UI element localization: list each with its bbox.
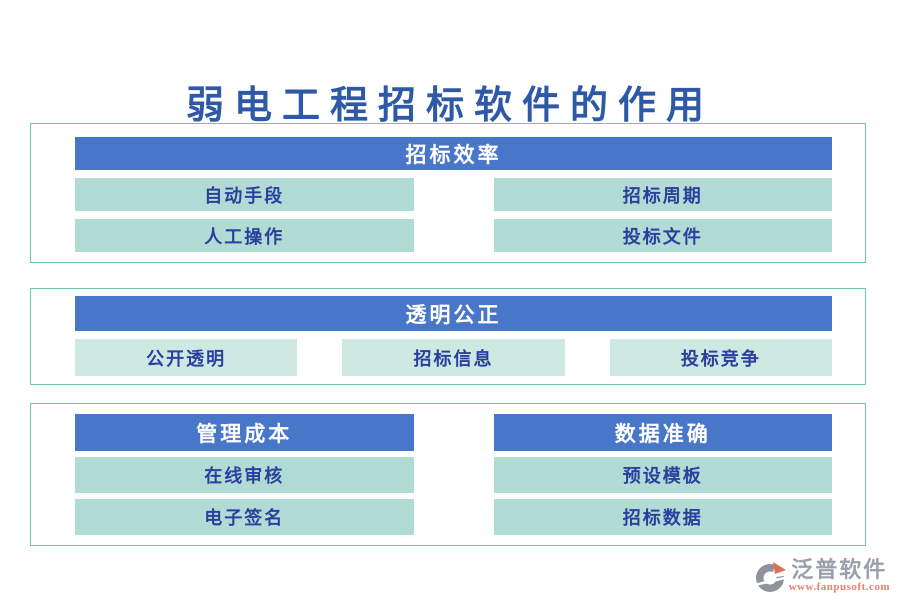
brand-footer: 泛普软件 www.fanpusoft.com <box>752 558 890 594</box>
item-manual-operation: 人工操作 <box>75 219 414 252</box>
item-bid-documents: 投标文件 <box>493 219 832 252</box>
section-header-transparency-fairness: 透明公正 <box>75 296 832 331</box>
item-bidding-cycle: 招标周期 <box>493 178 832 211</box>
item-online-review: 在线审核 <box>75 457 414 493</box>
fanpu-logo-icon <box>752 560 787 592</box>
item-preset-template: 预设模板 <box>493 457 832 493</box>
brand-text-block: 泛普软件 www.fanpusoft.com <box>789 558 890 593</box>
item-bid-competition: 投标竞争 <box>609 339 832 376</box>
page-title: 弱电工程招标软件的作用 <box>185 85 714 127</box>
section-bidding-efficiency: 招标效率 自动手段 招标周期 人工操作 投标文件 <box>30 123 866 263</box>
section-header-bidding-efficiency: 招标效率 <box>75 137 832 170</box>
section-header-management-cost: 管理成本 <box>75 414 414 451</box>
brand-url: www.fanpusoft.com <box>788 581 890 594</box>
items-grid-transparency-fairness: 公开透明 招标信息 投标竞争 <box>75 339 832 376</box>
section-header-data-accuracy: 数据准确 <box>493 414 832 451</box>
column-data-accuracy: 数据准确 预设模板 招标数据 <box>493 414 832 535</box>
column-management-cost: 管理成本 在线审核 电子签名 <box>75 414 414 535</box>
item-bidding-data: 招标数据 <box>493 499 832 535</box>
item-electronic-signature: 电子签名 <box>75 499 414 535</box>
item-bidding-info: 招标信息 <box>342 339 565 376</box>
section-cost-and-accuracy: 管理成本 在线审核 电子签名 数据准确 预设模板 招标数据 <box>30 403 866 546</box>
items-grid-bidding-efficiency: 自动手段 招标周期 人工操作 投标文件 <box>75 178 832 252</box>
brand-name: 泛普软件 <box>791 557 888 582</box>
two-column-layout: 管理成本 在线审核 电子签名 数据准确 预设模板 招标数据 <box>75 414 832 535</box>
item-open-transparent: 公开透明 <box>75 339 298 376</box>
item-auto-means: 自动手段 <box>75 178 414 211</box>
section-transparency-fairness: 透明公正 公开透明 招标信息 投标竞争 <box>30 288 866 385</box>
